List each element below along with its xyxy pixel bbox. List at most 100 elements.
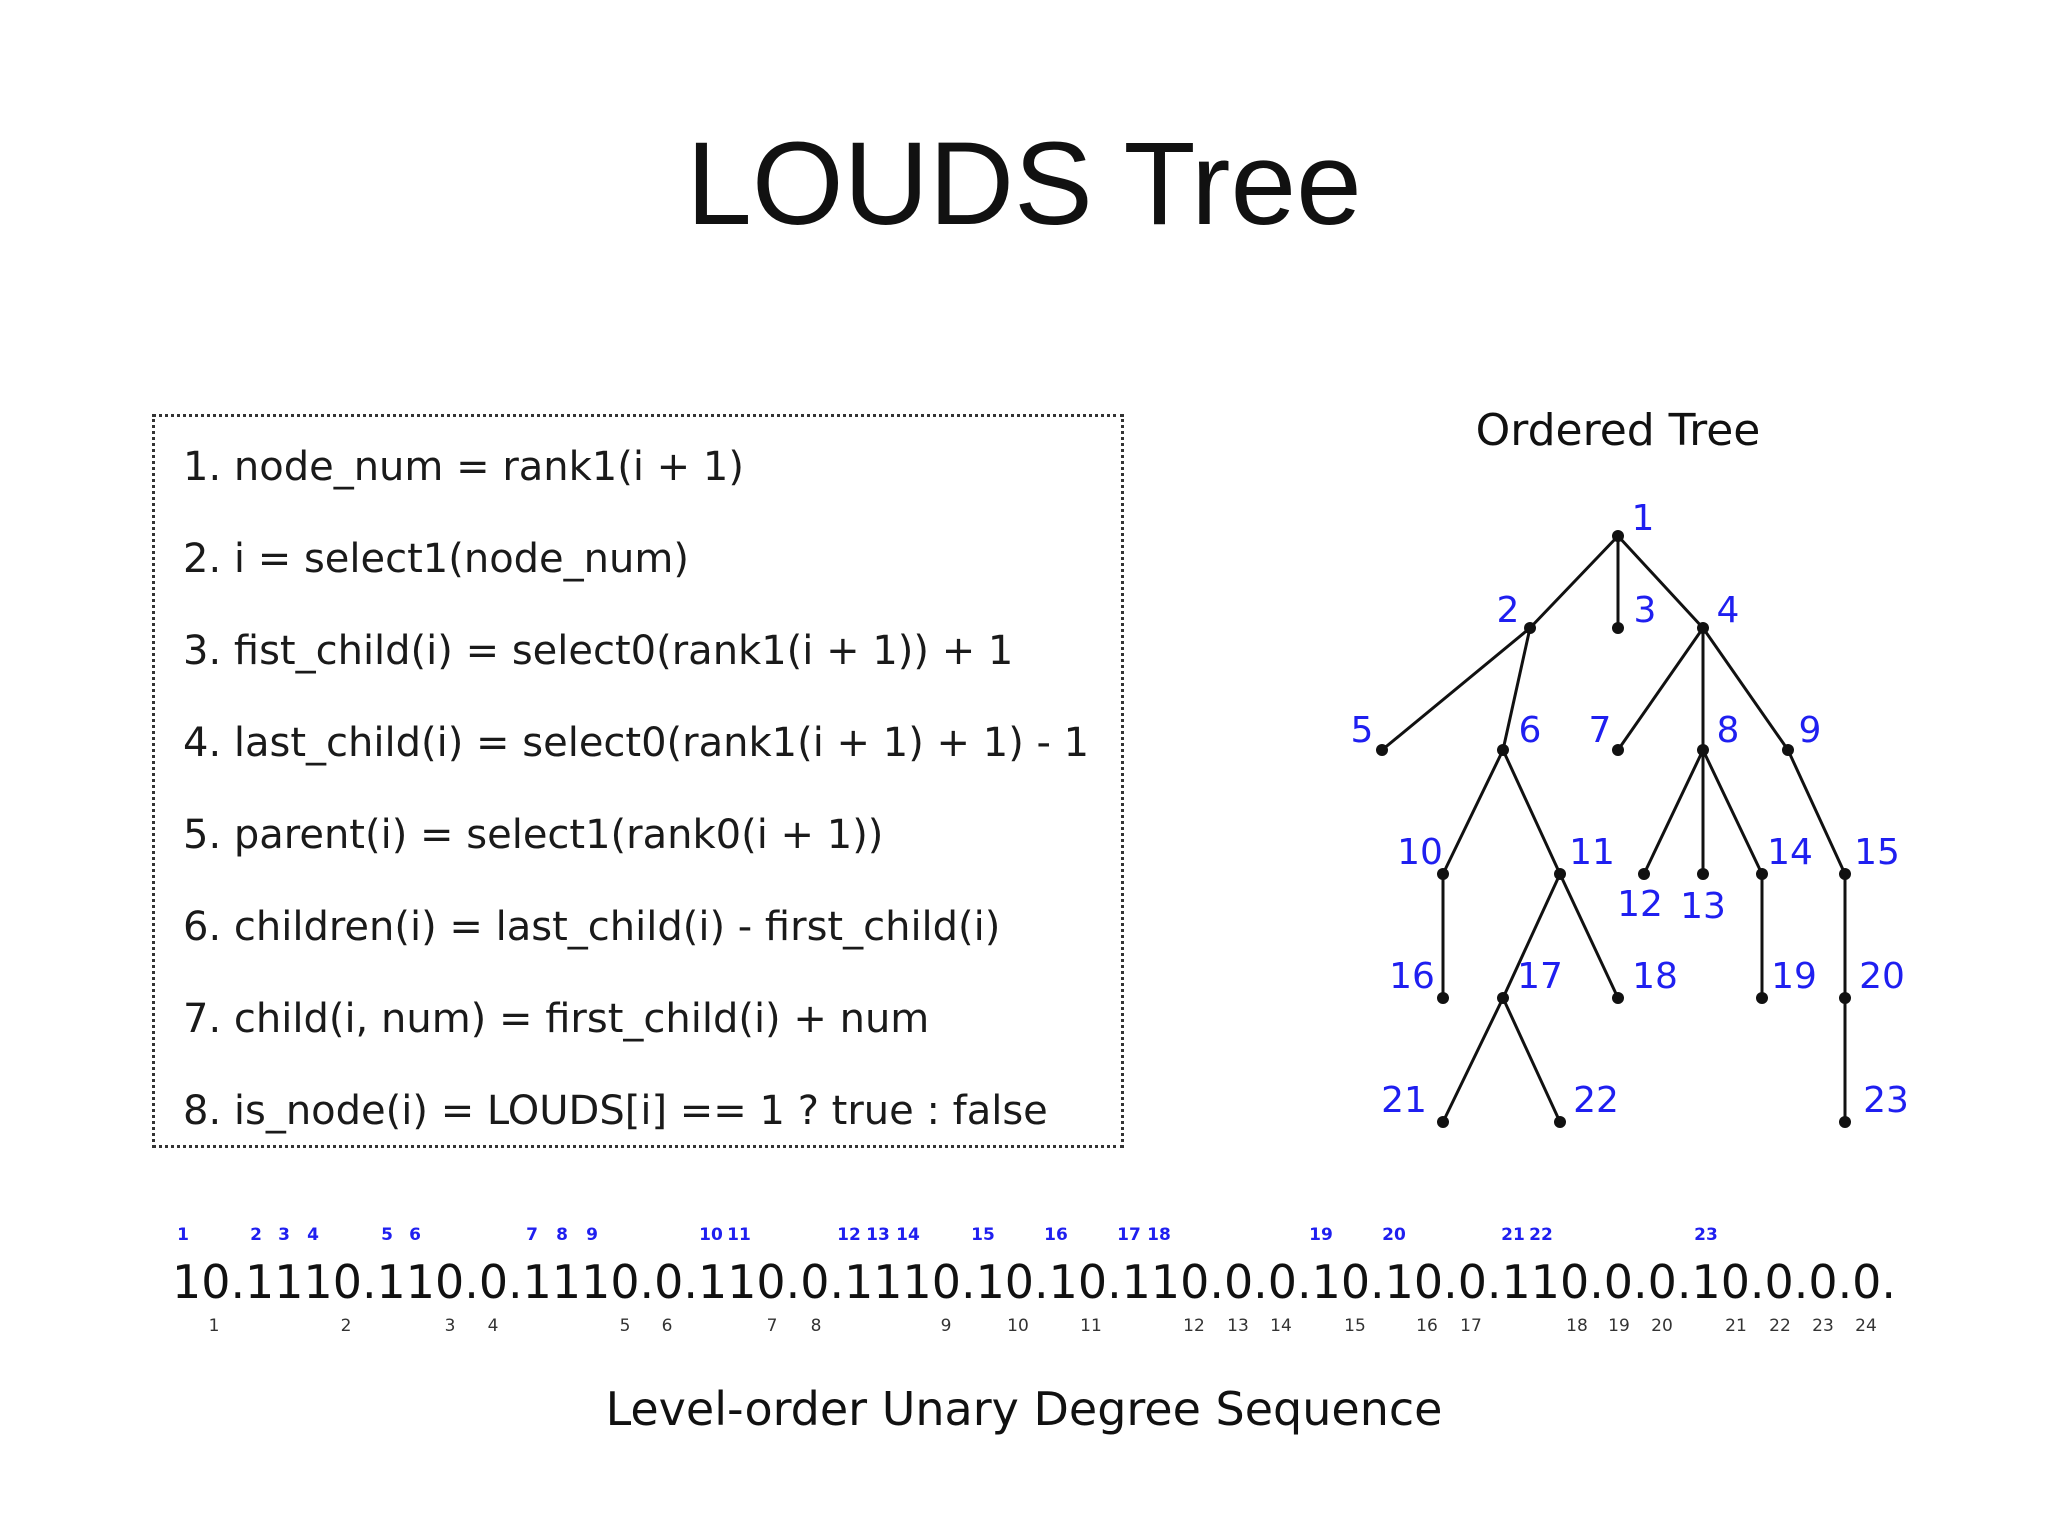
- tree-node-label-15: 15: [1854, 832, 1900, 873]
- tree-edge-4-9: [1701, 627, 1790, 751]
- tree-node-10: [1437, 868, 1449, 880]
- tree-node-2: [1524, 622, 1536, 634]
- tree-node-20: [1839, 992, 1851, 1004]
- tree-title: Ordered Tree: [1476, 405, 1761, 456]
- formula-first-child: 3. fist_child(i) = select0(rank1(i + 1))…: [183, 628, 1014, 674]
- seq-node-label-22: 22: [1529, 1225, 1553, 1245]
- tree-node-12: [1638, 868, 1650, 880]
- seq-node-label-1: 1: [177, 1225, 189, 1245]
- tree-edges: [1381, 534, 1847, 1123]
- tree-node-21: [1437, 1116, 1449, 1128]
- tree-edge-1-2: [1528, 534, 1620, 630]
- seq-position-label-19: 19: [1608, 1316, 1630, 1336]
- tree-node-label-3: 3: [1634, 590, 1657, 631]
- tree-node-label-6: 6: [1519, 710, 1542, 751]
- seq-node-label-18: 18: [1147, 1225, 1171, 1245]
- tree-node-label-12: 12: [1617, 884, 1663, 925]
- seq-position-label-22: 22: [1769, 1316, 1791, 1336]
- tree-node-19: [1756, 992, 1768, 1004]
- seq-position-label-15: 15: [1344, 1316, 1366, 1336]
- tree-node-label-17: 17: [1517, 956, 1563, 997]
- seq-position-label-14: 14: [1270, 1316, 1292, 1336]
- seq-node-label-13: 13: [866, 1225, 890, 1245]
- seq-node-label-3: 3: [278, 1225, 290, 1245]
- tree-node-label-2: 2: [1497, 590, 1520, 631]
- tree-node-label-1: 1: [1632, 498, 1655, 539]
- seq-position-label-8: 8: [811, 1316, 822, 1336]
- seq-node-label-12: 12: [837, 1225, 861, 1245]
- tree-node-22: [1554, 1116, 1566, 1128]
- formula-children: 6. children(i) = last_child(i) - first_c…: [183, 904, 1001, 950]
- tree-edge-11-18: [1558, 873, 1620, 999]
- seq-node-label-19: 19: [1309, 1225, 1333, 1245]
- formula-is-node: 8. is_node(i) = LOUDS[i] == 1 ? true : f…: [183, 1088, 1048, 1134]
- tree-edge-17-21: [1441, 997, 1505, 1123]
- tree-edge-8-14: [1701, 749, 1764, 875]
- seq-position-label-6: 6: [662, 1316, 673, 1336]
- seq-node-label-6: 6: [409, 1225, 421, 1245]
- tree-node-label-19: 19: [1771, 956, 1817, 997]
- tree-edge-4-7: [1616, 627, 1705, 751]
- seq-node-label-11: 11: [727, 1225, 751, 1245]
- tree-node-17: [1497, 992, 1509, 1004]
- seq-position-label-7: 7: [767, 1316, 778, 1336]
- seq-position-label-17: 17: [1460, 1316, 1482, 1336]
- seq-position-label-1: 1: [209, 1316, 220, 1336]
- tree-node-label-7: 7: [1589, 710, 1612, 751]
- tree-node-label-10: 10: [1397, 832, 1443, 873]
- louds-bit-sequence: 10.1110.110.0.1110.0.110.0.1110.10.10.11…: [172, 1255, 1896, 1309]
- seq-node-label-9: 9: [586, 1225, 598, 1245]
- sequence-caption: Level-order Unary Degree Sequence: [605, 1382, 1443, 1436]
- seq-position-label-24: 24: [1855, 1316, 1877, 1336]
- tree-node-label-11: 11: [1569, 832, 1615, 873]
- tree-node-3: [1612, 622, 1624, 634]
- tree-node-label-16: 16: [1389, 956, 1435, 997]
- seq-node-label-14: 14: [896, 1225, 920, 1245]
- seq-position-label-16: 16: [1416, 1316, 1438, 1336]
- seq-position-label-18: 18: [1566, 1316, 1588, 1336]
- seq-position-label-3: 3: [445, 1316, 456, 1336]
- tree-node-15: [1839, 868, 1851, 880]
- tree-node-4: [1697, 622, 1709, 634]
- tree-edge-8-12: [1642, 749, 1705, 875]
- tree-node-label-13: 13: [1680, 886, 1726, 927]
- formula-box: 1. node_num = rank1(i + 1) 2. i = select…: [152, 414, 1124, 1148]
- seq-node-label-8: 8: [556, 1225, 568, 1245]
- seq-position-label-12: 12: [1183, 1316, 1205, 1336]
- seq-node-label-7: 7: [526, 1225, 538, 1245]
- tree-node-label-8: 8: [1717, 710, 1740, 751]
- tree-node-label-14: 14: [1767, 832, 1813, 873]
- seq-position-label-4: 4: [488, 1316, 499, 1336]
- tree-node-label-9: 9: [1799, 710, 1822, 751]
- tree-node-13: [1697, 868, 1709, 880]
- seq-node-label-4: 4: [307, 1225, 319, 1245]
- tree-node-23: [1839, 1116, 1851, 1128]
- seq-position-label-21: 21: [1725, 1316, 1747, 1336]
- tree-edge-6-11: [1501, 749, 1562, 875]
- seq-node-label-23: 23: [1694, 1225, 1718, 1245]
- formula-node-num: 1. node_num = rank1(i + 1): [183, 444, 744, 490]
- tree-edge-11-17: [1501, 873, 1562, 999]
- tree-node-7: [1612, 744, 1624, 756]
- seq-node-label-10: 10: [699, 1225, 723, 1245]
- tree-node-label-23: 23: [1863, 1080, 1909, 1121]
- formula-parent: 5. parent(i) = select1(rank0(i + 1)): [183, 812, 884, 858]
- formula-select1: 2. i = select1(node_num): [183, 536, 689, 582]
- tree-node-16: [1437, 992, 1449, 1004]
- tree-edge-6-10: [1441, 749, 1505, 875]
- seq-position-label-9: 9: [941, 1316, 952, 1336]
- tree-node-1: [1612, 530, 1624, 542]
- tree-edge-2-6: [1501, 627, 1532, 751]
- tree-node-11: [1554, 868, 1566, 880]
- seq-position-label-23: 23: [1812, 1316, 1834, 1336]
- seq-node-label-15: 15: [971, 1225, 995, 1245]
- tree-edge-2-5: [1381, 626, 1531, 752]
- tree-edge-9-15: [1786, 749, 1847, 875]
- seq-node-label-16: 16: [1044, 1225, 1068, 1245]
- seq-position-label-10: 10: [1007, 1316, 1029, 1336]
- tree-node-label-18: 18: [1632, 956, 1678, 997]
